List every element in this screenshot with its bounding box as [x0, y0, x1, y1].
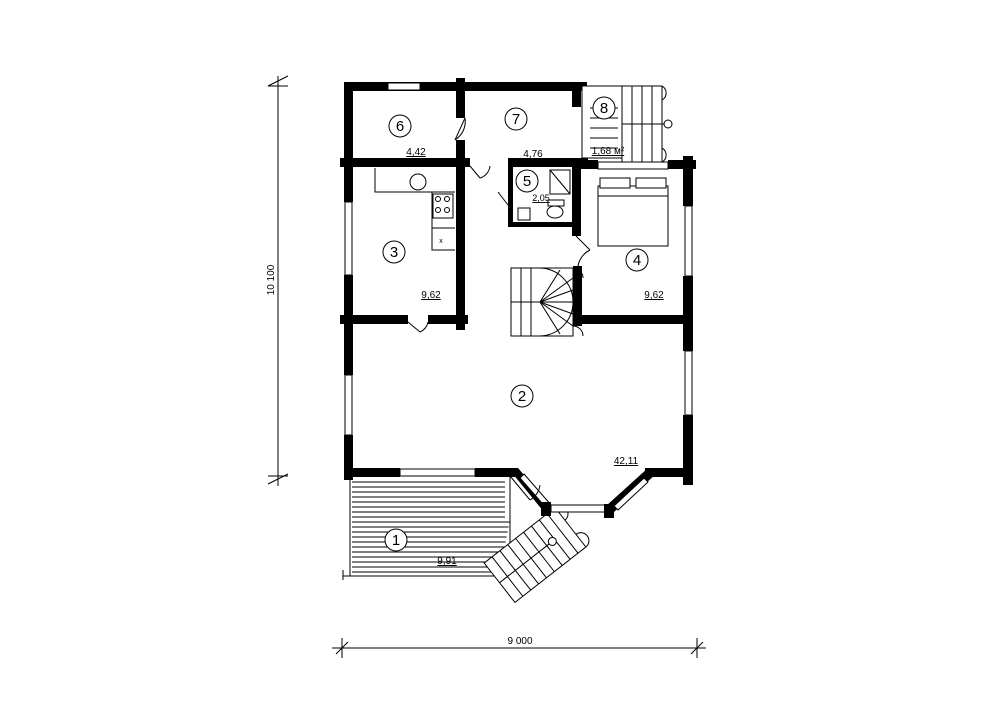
room-5-label: 5 2,05 [515, 169, 550, 203]
room-7-area: 4,76 [523, 149, 543, 160]
room-6-label: 6 4,42 [388, 114, 426, 158]
bed [597, 177, 669, 247]
svg-text:8: 8 [600, 100, 608, 117]
svg-text:7: 7 [512, 111, 520, 128]
room-1-area: 9,91 [437, 556, 457, 567]
room-6-area: 4,42 [406, 147, 426, 158]
height-dimension-label: 10 100 [266, 264, 277, 295]
room-2-label: 2 42,11 [510, 384, 639, 467]
svg-text:3: 3 [390, 244, 398, 261]
room-4-area: 9,62 [644, 290, 664, 301]
room-4-label: 4 9,62 [625, 248, 664, 301]
svg-text:6: 6 [396, 118, 404, 135]
svg-text:1: 1 [392, 532, 400, 549]
svg-text:4: 4 [633, 252, 641, 269]
room-7-label: 7 4,76 [504, 107, 543, 160]
doors [407, 117, 591, 501]
bathroom-fixtures [517, 169, 571, 221]
svg-text:2: 2 [518, 388, 526, 405]
spiral-staircase [510, 267, 584, 337]
entrance-stairs [483, 505, 590, 604]
room-1-label: 1 9,91 [384, 528, 457, 567]
kitchen-counter: x [374, 168, 455, 251]
svg-text:5: 5 [523, 173, 531, 190]
room-2-area: 42,11 [614, 456, 639, 467]
walls [340, 78, 696, 518]
room-3-area: 9,62 [421, 290, 441, 301]
room-8-label: 8 1,68 м² [592, 96, 625, 157]
room-8-area: 1,68 м² [592, 146, 625, 157]
sink-mark: x [439, 238, 443, 245]
room-3-label: 3 9,62 [382, 240, 441, 301]
dimension-horizontal: 9 000 [332, 636, 706, 658]
width-dimension-label: 9 000 [507, 636, 532, 647]
room-labels: 1 9,91 2 42,11 3 9,62 4 9,62 5 2,05 6 4,… [382, 96, 664, 567]
dimension-vertical: 10 100 [266, 75, 289, 486]
room-5-area: 2,05 [532, 193, 550, 203]
